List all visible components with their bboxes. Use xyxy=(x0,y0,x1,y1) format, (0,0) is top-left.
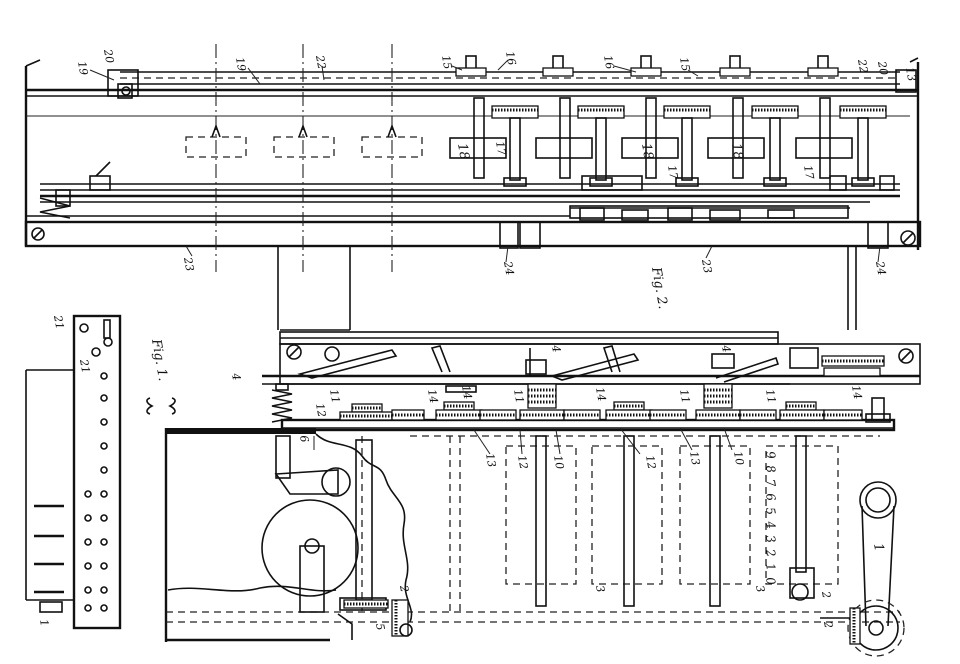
label: 19 xyxy=(75,60,90,76)
fig2-gear-columns xyxy=(449,55,895,249)
digit: 2 xyxy=(763,547,778,558)
label: 17 xyxy=(493,140,508,156)
label: 4 xyxy=(719,343,733,353)
mid-labels: 4 4 4 11 12 11 14 11 14 11 14 14 xyxy=(229,343,864,418)
label: 21 xyxy=(51,313,66,330)
gear-group-1 xyxy=(339,403,393,421)
label: 13 xyxy=(483,452,498,468)
label: 5 xyxy=(373,622,387,631)
label: 13 xyxy=(687,450,702,466)
column-4 xyxy=(707,55,799,187)
fig1-housing xyxy=(164,428,900,642)
label: 3 xyxy=(753,584,767,593)
fig1-title: Fig. 1. xyxy=(148,337,170,382)
rail-labels: 23 24 23 24 xyxy=(181,255,888,276)
fig1-gear-train xyxy=(271,383,896,432)
label: 13 xyxy=(903,66,918,82)
label: 18 xyxy=(728,142,746,161)
label: 19 xyxy=(233,56,248,72)
fig1-digit-slots xyxy=(505,435,839,607)
lower-labels: 6 13 12 10 12 13 10 3 3 2 5 1 2 2 xyxy=(297,434,886,631)
column-2 xyxy=(535,55,625,187)
label: 20 xyxy=(101,47,116,64)
side-labels: 21 21 1 xyxy=(37,313,92,627)
label: 14 xyxy=(849,384,864,400)
digit: 0 xyxy=(763,576,778,586)
label: 11 xyxy=(327,388,342,404)
gear-group-4 xyxy=(519,383,601,421)
gear-group-3 xyxy=(435,401,517,421)
label: 4 xyxy=(549,343,563,353)
label: 11 xyxy=(763,388,778,404)
label: 2 xyxy=(819,589,833,599)
label: 20 xyxy=(875,59,890,76)
gear-group-7 xyxy=(779,397,891,423)
fig1-upper-frame xyxy=(262,331,921,393)
label: 22 xyxy=(855,57,870,74)
side-plate xyxy=(25,314,176,630)
label: 2 xyxy=(821,619,835,629)
top-labels: 19 20 19 22 15 16 16 15 22 20 13 xyxy=(75,47,918,82)
label: 18 xyxy=(638,142,656,161)
label: 22 xyxy=(313,53,328,70)
label: 15 xyxy=(439,54,454,70)
digit: 5 xyxy=(763,506,778,516)
digit: 1 xyxy=(763,562,778,572)
label: 23 xyxy=(181,255,196,272)
label: 17 xyxy=(665,164,680,180)
block-labels: 18 18 18 17 17 17 xyxy=(454,140,816,180)
column-5 xyxy=(795,55,887,187)
digit: 9 xyxy=(763,450,778,460)
label: 12 xyxy=(643,454,658,470)
gear-group-6 xyxy=(695,383,777,421)
label: 21 xyxy=(77,357,92,374)
label: 10 xyxy=(731,450,746,466)
column-1 xyxy=(449,55,539,187)
gear-group-2 xyxy=(391,409,425,421)
label: 1 xyxy=(37,618,51,627)
digit: 6 xyxy=(763,492,778,502)
figure-titles: Fig. 2. Fig. 1. xyxy=(148,265,670,382)
label: 12 xyxy=(515,454,530,470)
label: 1 xyxy=(870,542,886,553)
digit: 7 xyxy=(763,478,778,488)
label: 11 xyxy=(677,388,692,404)
label: 16 xyxy=(503,50,518,66)
label: 15 xyxy=(677,56,692,72)
fig2-title: Fig. 2. xyxy=(648,265,670,310)
label: 17 xyxy=(801,164,816,180)
label: 14 xyxy=(459,384,474,400)
label: 16 xyxy=(601,54,616,70)
label: 23 xyxy=(699,257,714,274)
digit: 4 xyxy=(763,519,778,530)
label: 24 xyxy=(501,259,516,276)
column-3 xyxy=(621,55,711,187)
digit: 8 xyxy=(763,464,778,474)
label: 14 xyxy=(425,388,440,404)
label: 11 xyxy=(511,388,526,404)
digit: 3 xyxy=(763,534,778,544)
gear-group-5 xyxy=(605,401,687,421)
leaders xyxy=(89,59,881,455)
label: 6 xyxy=(297,434,311,443)
label: 4 xyxy=(229,371,243,381)
label: 10 xyxy=(551,454,566,470)
digit-scale: 9 8 7 6 5 4 3 2 1 0 xyxy=(763,450,778,586)
label: 12 xyxy=(313,402,328,418)
fig1-crank xyxy=(820,481,905,657)
label: 14 xyxy=(593,386,608,402)
label: 3 xyxy=(593,584,607,593)
label: 18 xyxy=(454,142,472,161)
label: 2 xyxy=(397,583,411,593)
connecting-frame xyxy=(277,246,857,331)
fig2-frame xyxy=(24,44,922,272)
label: 24 xyxy=(873,259,888,276)
